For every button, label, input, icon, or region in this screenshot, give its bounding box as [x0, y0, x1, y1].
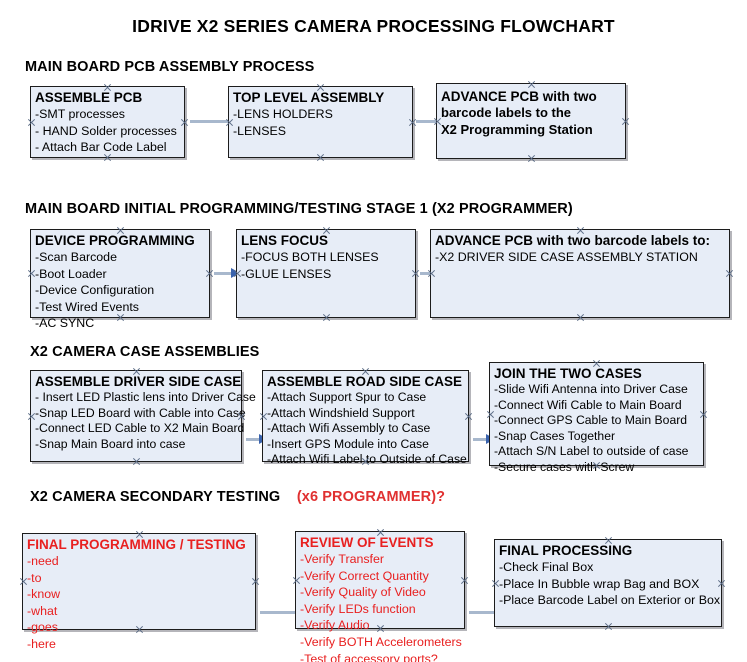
resize-handle-bottom[interactable]	[604, 622, 613, 631]
box-advance-pcb-x2-station[interactable]: ADVANCE PCB with two barcode labels to t…	[436, 83, 626, 159]
box-line: -SMT processes	[35, 107, 125, 121]
box-assemble-driver-side-case[interactable]: ASSEMBLE DRIVER SIDE CASE - Insert LED P…	[30, 370, 256, 462]
connector-3-2	[473, 434, 495, 444]
box-line: -Verify BOTH Accelerometers	[300, 634, 462, 649]
section-heading-4-text: X2 CAMERA SECONDARY TESTING	[30, 489, 281, 505]
section-heading-4: X2 CAMERA SECONDARY TESTING (x6 PROGRAMM…	[30, 489, 445, 505]
section-heading-2-text: MAIN BOARD INITIAL PROGRAMMING/TESTING S…	[25, 201, 573, 217]
section-heading-2: MAIN BOARD INITIAL PROGRAMMING/TESTING S…	[25, 201, 573, 217]
box-title: ADVANCE PCB with two	[441, 89, 597, 104]
box-line: -Snap Main Board into case	[35, 436, 186, 451]
section-heading-3-text: X2 CAMERA CASE ASSEMBLIES	[30, 344, 260, 360]
box-line: -Check Final Box	[499, 560, 594, 574]
box-line: -Secure cases with Screw	[494, 459, 635, 474]
box-title: TOP LEVEL ASSEMBLY	[233, 90, 385, 105]
resize-handle-right[interactable]	[725, 269, 734, 278]
box-line: -Boot Loader	[35, 266, 107, 281]
box-line: - HAND Solder processes	[35, 123, 177, 138]
box-final-processing[interactable]: FINAL PROCESSING -Check Final Box -Place…	[494, 539, 722, 627]
resize-handle-bottom[interactable]	[316, 153, 325, 162]
box-line: -LENSES	[233, 123, 287, 138]
box-title: ASSEMBLE PCB	[35, 90, 143, 105]
connector-3-1	[246, 434, 268, 444]
resize-handle-bottom[interactable]	[322, 313, 331, 322]
section-heading-3: X2 CAMERA CASE ASSEMBLIES	[30, 344, 259, 360]
section-heading-1: MAIN BOARD PCB ASSEMBLY PROCESS	[25, 59, 314, 75]
box-line: X2 Programming Station	[441, 121, 593, 137]
box-line: -Connect GPS Cable to Main Board	[494, 413, 688, 428]
box-title: FINAL PROGRAMMING / TESTING	[27, 537, 246, 552]
box-line: -Attach S/N Label to outside of case	[494, 444, 689, 459]
box-line: -goes	[27, 620, 58, 635]
box-line: -LENS HOLDERS	[233, 107, 333, 121]
box-line: barcode labels to the	[441, 105, 572, 120]
box-line-overflow: -Test of accessory ports?	[300, 651, 438, 662]
box-title: ASSEMBLE DRIVER SIDE CASE	[35, 374, 242, 389]
box-line: -Place Barcode Label on Exterior or Box	[499, 593, 721, 608]
box-line: -Place In Bubble wrap Bag and BOX	[499, 576, 700, 591]
box-line: -Verify Audio	[300, 618, 370, 633]
box-line: -Attach Support Spur to Case	[267, 390, 427, 404]
box-review-of-events[interactable]: REVIEW OF EVENTS -Verify Transfer -Verif…	[295, 531, 465, 662]
box-title: DEVICE PROGRAMMING	[35, 233, 195, 248]
page-title: IDRIVE X2 SERIES CAMERA PROCESSING FLOWC…	[132, 16, 615, 36]
section-heading-4-accent: (x6 PROGRAMMER)?	[296, 489, 446, 505]
box-line: -Snap LED Board with Cable into Case	[35, 405, 246, 420]
box-title: REVIEW OF EVENTS	[300, 535, 434, 550]
arrowhead-icon	[231, 268, 240, 278]
box-title: FINAL PROCESSING	[499, 543, 633, 558]
box-line: -Verify Correct Quantity	[300, 568, 429, 583]
box-line: -Connect Wifi Cable to Main Board	[494, 397, 682, 412]
box-line: -what	[27, 603, 58, 618]
box-line: -Device Configuration	[35, 283, 155, 298]
box-device-programming[interactable]: DEVICE PROGRAMMING -Scan Barcode -Boot L…	[30, 229, 210, 330]
box-lens-focus[interactable]: LENS FOCUS -FOCUS BOTH LENSES -GLUE LENS…	[236, 229, 416, 318]
box-line: -Insert GPS Module into Case	[267, 436, 429, 451]
box-line: -Attach Wifi Assembly to Case	[267, 421, 431, 436]
resize-handle-bottom[interactable]	[576, 313, 585, 322]
box-title: ADVANCE PCB with two barcode labels to:	[435, 233, 711, 248]
box-line: - Insert LED Plastic lens into Driver Ca…	[35, 390, 256, 404]
box-advance-pcb-driver-side[interactable]: ADVANCE PCB with two barcode labels to: …	[430, 229, 730, 318]
box-title: JOIN THE TWO CASES	[494, 366, 642, 381]
connector-2-1	[214, 268, 240, 278]
box-assemble-road-side-case[interactable]: ASSEMBLE ROAD SIDE CASE -Attach Support …	[262, 370, 469, 466]
box-line: -Test Wired Events	[35, 299, 139, 314]
box-line: -need	[27, 554, 59, 568]
box-line: -Snap Cases Together	[494, 428, 616, 443]
box-top-level-assembly[interactable]: TOP LEVEL ASSEMBLY -LENS HOLDERS -LENSES	[228, 86, 413, 158]
box-line: -Connect LED Cable to X2 Main Board	[35, 421, 245, 436]
resize-handle-bottom[interactable]	[527, 154, 536, 163]
box-line: -Attach Windshield Support	[267, 405, 415, 420]
box-title: LENS FOCUS	[241, 233, 329, 248]
box-line: -X2 DRIVER SIDE CASE ASSEMBLY STATION	[435, 250, 698, 264]
box-line: -Verify LEDs function	[300, 601, 416, 616]
section-heading-1-text: MAIN BOARD PCB ASSEMBLY PROCESS	[25, 59, 315, 75]
box-line: - Attach Bar Code Label	[35, 140, 167, 155]
connector-1-1	[190, 116, 238, 126]
box-line: -GLUE LENSES	[241, 266, 332, 281]
box-title: ASSEMBLE ROAD SIDE CASE	[267, 374, 463, 389]
box-line: -know	[27, 587, 61, 602]
box-final-programming-testing[interactable]: FINAL PROGRAMMING / TESTING -need -to -k…	[22, 533, 256, 651]
connector-4-1	[260, 607, 304, 617]
resize-handle-bottom[interactable]	[132, 457, 141, 466]
box-line: -AC SYNC	[35, 316, 95, 331]
box-line: -Verify Quality of Video	[300, 585, 426, 600]
box-line: -Scan Barcode	[35, 250, 117, 264]
box-line: -here	[27, 636, 56, 651]
box-line: -FOCUS BOTH LENSES	[241, 250, 379, 264]
box-line: -Slide Wifi Antenna into Driver Case	[494, 382, 688, 396]
box-line: -Verify Transfer	[300, 552, 385, 566]
box-join-the-two-cases[interactable]: JOIN THE TWO CASES -Slide Wifi Antenna i…	[489, 362, 704, 474]
box-assemble-pcb[interactable]: ASSEMBLE PCB -SMT processes - HAND Solde…	[30, 86, 185, 158]
box-line: -Attach Wifi Label to Outside of Case	[267, 452, 467, 467]
box-line: -to	[27, 570, 42, 585]
